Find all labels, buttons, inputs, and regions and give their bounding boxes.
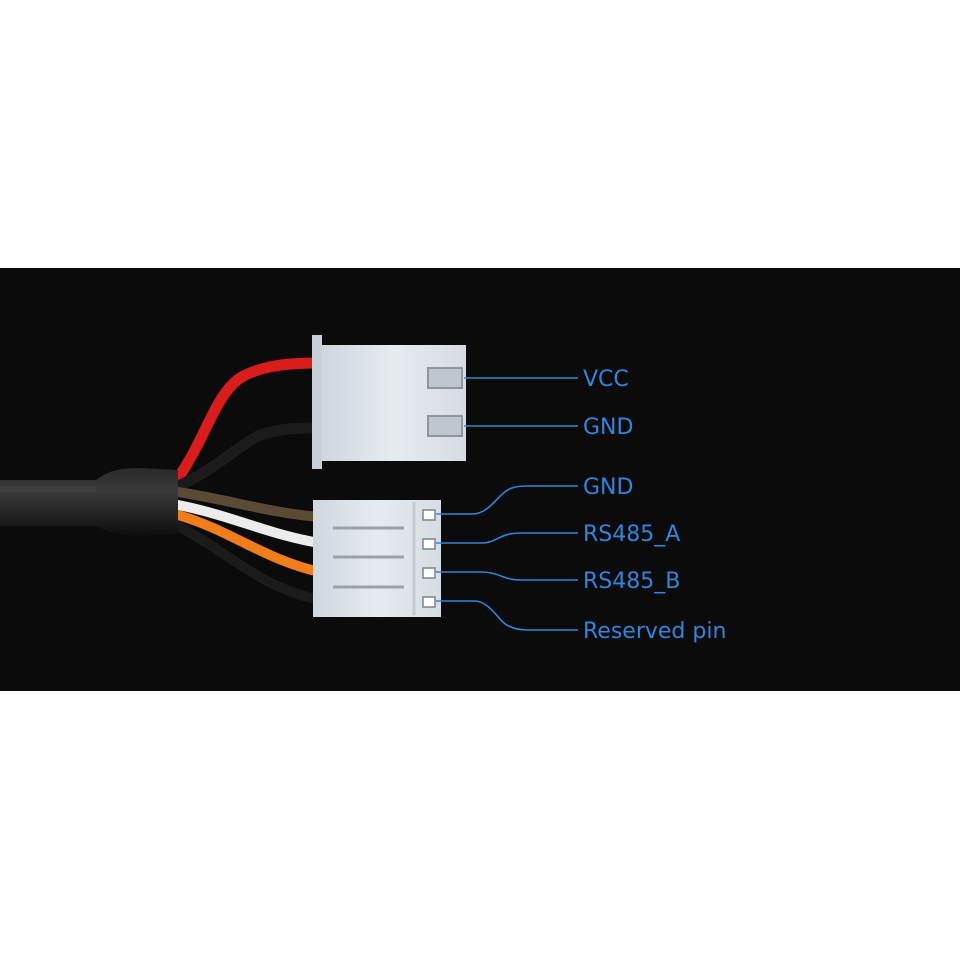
wire-white: [173, 500, 325, 548]
leader-reserved: [436, 600, 578, 631]
pin-label-gnd-2pin: GND: [583, 415, 633, 440]
pin-label-reserved: Reserved pin: [583, 619, 726, 644]
wire-red: [172, 357, 326, 484]
pin-label-gnd-4pin: GND: [583, 475, 633, 500]
cable-jacket: [0, 468, 178, 536]
pin-labels: VCC GND GND RS485_A RS485_B Reserved pin: [583, 367, 726, 644]
four-pin-connector: [313, 500, 441, 617]
pin-label-rs485b: RS485_B: [583, 569, 680, 594]
pin-label-vcc: VCC: [583, 367, 629, 392]
leader-rs485b: [436, 571, 578, 581]
wire-brown: [173, 487, 325, 522]
wire-black-reserved: [173, 521, 325, 605]
leader-lines: [436, 377, 578, 631]
leader-rs485a: [436, 532, 578, 544]
wire-black-gnd: [172, 422, 326, 492]
pin-label-rs485a: RS485_A: [583, 522, 680, 547]
two-pin-connector: [312, 335, 466, 469]
leader-gnd-4pin: [436, 485, 578, 515]
wire-bundle: [172, 357, 326, 605]
wire-orange: [173, 510, 325, 577]
